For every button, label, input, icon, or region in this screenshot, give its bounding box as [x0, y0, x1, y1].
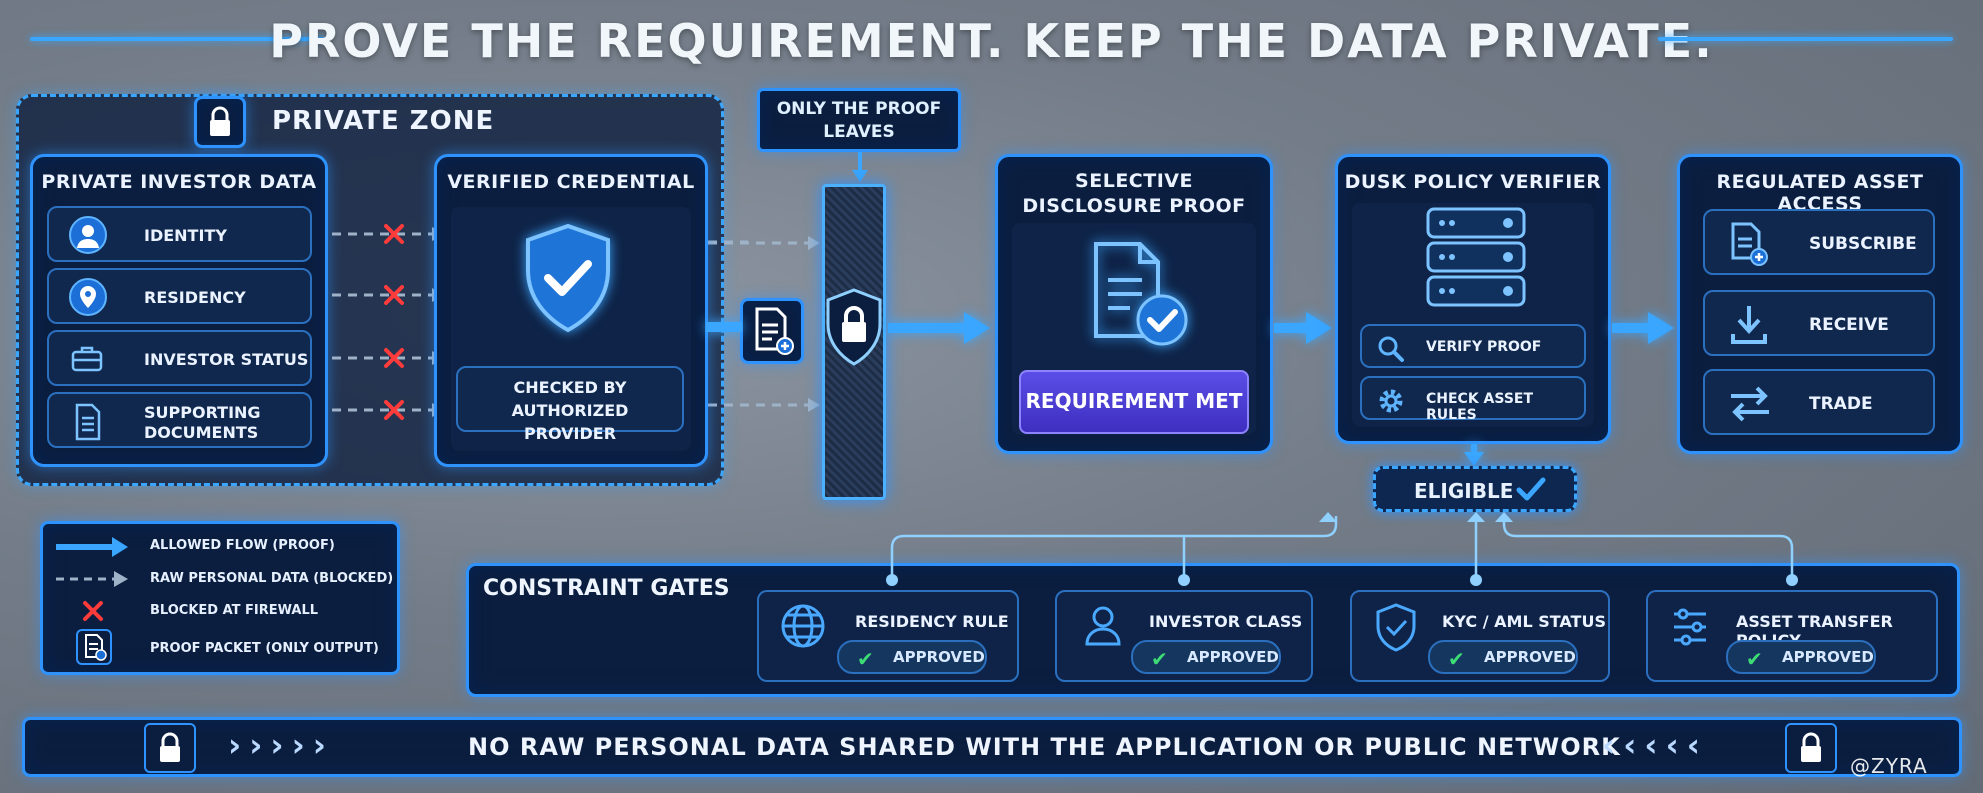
globe-icon [779, 602, 827, 650]
check-asset-rules-action[interactable]: CHECK ASSET RULES [1360, 376, 1586, 423]
data-item-identity: IDENTITY [47, 206, 312, 262]
approved-label: APPROVED [1782, 648, 1874, 666]
blocked-x-icon [83, 601, 103, 621]
blocked-data-legend-icon [56, 571, 128, 587]
user-icon [69, 216, 107, 254]
data-item-investor-status: INVESTOR STATUS [47, 330, 312, 386]
eligible-badge: ELIGIBLE [1373, 466, 1577, 512]
private-zone-label: PRIVATE ZONE [272, 106, 495, 136]
down-arrow-icon [852, 152, 868, 182]
credential-header: VERIFIED CREDENTIAL [447, 171, 695, 193]
document-check-icon [1088, 240, 1192, 352]
magnifier-icon [1376, 334, 1406, 364]
subscribe-doc-icon [1729, 221, 1769, 267]
shield-check-icon [520, 222, 616, 334]
gate-asset-transfer-policy: ASSET TRANSFER POLICY ✔ APPROVED [1646, 590, 1938, 682]
checkmark-icon: ✔ [1746, 647, 1763, 671]
watermark: @ZYRA [1850, 754, 1928, 778]
chevrons-left-icon: ‹‹‹‹‹ [1602, 726, 1708, 764]
proof-packet-icon [740, 298, 804, 364]
footer-lock-icon [1785, 723, 1837, 773]
server-icon [1424, 205, 1528, 311]
data-item-supporting-documents: SUPPORTING DOCUMENTS [47, 392, 312, 448]
disclosure-header: SELECTIVE DISCLOSURE PROOF [1022, 170, 1246, 217]
footer-banner [22, 717, 1962, 777]
gear-icon [1376, 386, 1406, 416]
legend-label: RAW PERSONAL DATA (BLOCKED) [150, 571, 394, 586]
checkmark-icon: ✔ [1448, 647, 1465, 671]
allowed-flow-arrow [706, 322, 742, 332]
legend-label: ALLOWED FLOW (PROOF) [150, 538, 335, 553]
data-item-label: INVESTOR STATUS [144, 350, 309, 369]
download-icon [1729, 304, 1769, 346]
verifier-header: DUSK POLICY VERIFIER [1344, 171, 1602, 193]
footer-lock-icon [144, 723, 196, 773]
gate-label: INVESTOR CLASS [1149, 612, 1303, 631]
approved-badge: ✔ APPROVED [1131, 640, 1281, 674]
checkmark-icon: ✔ [1151, 647, 1168, 671]
footer-message: NO RAW PERSONAL DATA SHARED WITH THE APP… [468, 733, 1621, 761]
title-line-left [30, 37, 325, 41]
access-item-label: TRADE [1809, 394, 1873, 414]
approved-badge: ✔ APPROVED [1428, 640, 1578, 674]
gate-label: RESIDENCY RULE [855, 612, 1009, 631]
shield-check-icon [1374, 602, 1418, 652]
access-item-trade[interactable]: TRADE [1703, 369, 1935, 435]
page-title: PROVE THE REQUIREMENT. KEEP THE DATA PRI… [269, 14, 1714, 68]
proof-packet-legend-icon [76, 629, 112, 665]
investor-data-header: PRIVATE INVESTOR DATA [41, 171, 317, 193]
checkmark-icon: ✔ [857, 647, 874, 671]
check-asset-rules-label: CHECK ASSET RULES [1426, 391, 1534, 423]
data-item-residency: RESIDENCY [47, 268, 312, 324]
person-icon [1083, 604, 1123, 648]
data-item-label: IDENTITY [144, 226, 227, 245]
checkmark-icon [1516, 477, 1546, 501]
credential-outflow-lines [708, 236, 820, 412]
access-item-label: SUBSCRIBE [1809, 234, 1917, 254]
legend-label: BLOCKED AT FIREWALL [150, 603, 319, 618]
gate-residency-rule: RESIDENCY RULE ✔ APPROVED [757, 590, 1019, 682]
lock-icon [194, 96, 246, 148]
requirement-met-button[interactable]: REQUIREMENT MET [1019, 370, 1249, 434]
gate-investor-class: INVESTOR CLASS ✔ APPROVED [1055, 590, 1313, 682]
approved-badge: ✔ APPROVED [837, 640, 987, 674]
checked-by-provider: CHECKED BY AUTHORIZED PROVIDER [456, 366, 684, 443]
data-item-label: RESIDENCY [144, 288, 246, 307]
approved-badge: ✔ APPROVED [1726, 640, 1876, 674]
allowed-flow-arrow [1612, 312, 1674, 344]
data-item-label: SUPPORTING DOCUMENTS [144, 403, 261, 442]
legend-label: PROOF PACKET (ONLY OUTPUT) [150, 641, 379, 656]
eligible-label: ELIGIBLE [1414, 479, 1514, 503]
constraint-gates-header: CONSTRAINT GATES [483, 576, 730, 601]
briefcase-icon [69, 342, 105, 376]
allowed-flow-legend-icon [56, 537, 128, 557]
document-icon [73, 402, 103, 442]
proof-leaves-label: ONLY THE PROOF LEAVES [757, 88, 961, 152]
location-pin-icon [69, 278, 107, 316]
verify-proof-label: VERIFY PROOF [1426, 339, 1542, 355]
gate-label: KYC / AML STATUS [1442, 612, 1606, 631]
gate-kyc-aml-status: KYC / AML STATUS ✔ APPROVED [1350, 590, 1610, 682]
access-item-label: RECEIVE [1809, 315, 1889, 335]
access-item-subscribe[interactable]: SUBSCRIBE [1703, 209, 1935, 275]
sliders-icon [1670, 606, 1710, 648]
chevrons-right-icon: ››››› [228, 726, 334, 764]
blocked-x-icon [384, 224, 404, 244]
approved-label: APPROVED [1187, 648, 1279, 666]
down-arrow-icon [1464, 444, 1484, 466]
approved-label: APPROVED [893, 648, 985, 666]
firewall-lock-icon [822, 286, 886, 366]
approved-label: APPROVED [1484, 648, 1576, 666]
allowed-flow-arrow [1274, 312, 1332, 344]
access-item-receive[interactable]: RECEIVE [1703, 290, 1935, 356]
blocked-x-icon [384, 348, 404, 368]
blocked-x-icon [384, 285, 404, 305]
gate-connector-lines [886, 512, 1798, 586]
swap-arrows-icon [1729, 384, 1771, 424]
verify-proof-action[interactable]: VERIFY PROOF [1360, 324, 1586, 368]
title-line-right [1658, 37, 1953, 41]
blocked-x-icon [384, 400, 404, 420]
allowed-flow-arrow [888, 312, 990, 344]
